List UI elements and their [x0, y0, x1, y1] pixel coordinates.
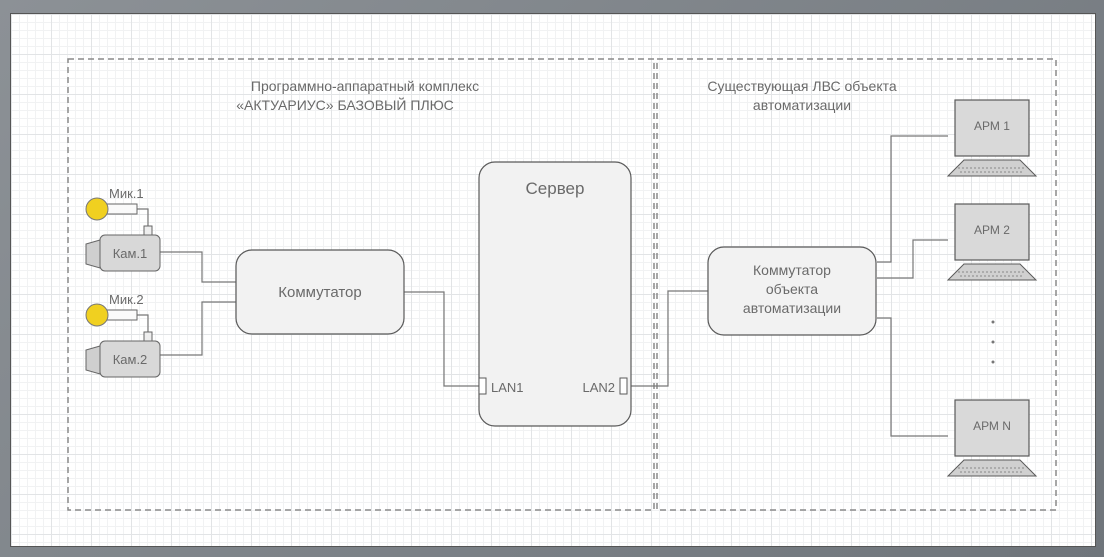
- mic-2: Мик.2: [85, 292, 144, 327]
- object-switch-line1: Коммутатор: [753, 262, 831, 278]
- cam1-link: [160, 251, 236, 283]
- left-zone-title-1: Программно-аппаратный комплекс: [251, 78, 479, 94]
- server-title: Сервер: [526, 179, 585, 198]
- right-zone-title-2: автоматизации: [753, 97, 851, 113]
- monitor-icon: [954, 399, 1030, 457]
- left-zone-title-2: «АКТУАРИУС» БАЗОВЫЙ ПЛЮС: [236, 96, 454, 113]
- monitor-icon: [954, 99, 1030, 157]
- workstation-n-label: АРМ N: [973, 419, 1011, 433]
- workstation-2: АРМ 2: [946, 203, 1038, 281]
- switch-to-lan1: [404, 291, 479, 387]
- switch: Коммутатор: [235, 249, 405, 335]
- link-arm2: [877, 239, 948, 279]
- cam2-link: [160, 301, 236, 356]
- mic-2-icon: [85, 303, 109, 327]
- mic-1: Мик.1: [85, 186, 144, 221]
- workstation-2-label: АРМ 2: [974, 223, 1010, 237]
- workstation-1: АРМ 1: [946, 99, 1038, 177]
- link-arm1: [877, 135, 948, 263]
- monitor-icon: [954, 203, 1030, 261]
- right-zone-title-1: Существующая ЛВС объекта: [707, 78, 897, 94]
- object-switch: Коммутатор объекта автоматизации: [707, 246, 877, 336]
- mic1-cable: [135, 208, 149, 226]
- camera-2-label: Кам.2: [113, 352, 148, 367]
- camera-2: Кам.2: [85, 331, 161, 378]
- object-switch-line3: автоматизации: [743, 300, 841, 316]
- more-workstations-ellipsis: [991, 320, 995, 364]
- mic-2-label: Мик.2: [109, 292, 144, 307]
- link-armn: [877, 317, 948, 437]
- mic-1-label: Мик.1: [109, 186, 144, 201]
- connections: [135, 135, 948, 437]
- lan2-label: LAN2: [582, 380, 615, 395]
- object-switch-line2: объекта: [766, 281, 818, 297]
- workstation-1-label: АРМ 1: [974, 119, 1010, 133]
- left-zone-border: [67, 58, 655, 511]
- lan1-label: LAN1: [491, 380, 524, 395]
- camera-2-lens-icon: [85, 345, 101, 375]
- camera-1-label: Кам.1: [113, 246, 148, 261]
- right-zone-border: [656, 58, 1057, 511]
- lan2-port-icon: [619, 377, 628, 395]
- mic2-cable: [135, 314, 149, 332]
- camera-1: Кам.1: [85, 225, 161, 272]
- switch-label: Коммутатор: [278, 284, 361, 301]
- server: Сервер LAN1 LAN2: [478, 161, 632, 427]
- mic-1-icon: [85, 197, 109, 221]
- camera-1-lens-icon: [85, 239, 101, 269]
- workstation-n: АРМ N: [946, 399, 1038, 477]
- lan2-to-object-switch: [627, 290, 708, 387]
- lan1-port-icon: [478, 377, 487, 395]
